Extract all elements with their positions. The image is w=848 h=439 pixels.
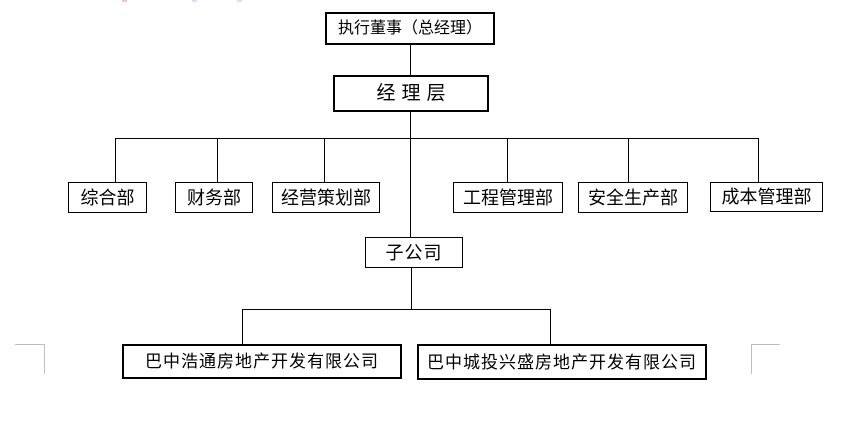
page-margin-mark-left-horizontal <box>15 344 45 345</box>
page-margin-mark-right-vertical <box>751 344 752 374</box>
clipped-text-fragment <box>237 0 242 2</box>
connector-bus-companies <box>242 309 551 310</box>
clipped-text-fragment <box>192 0 197 2</box>
org-node-company-haotong[interactable]: 巴中浩通房地产开发有限公司 <box>122 344 402 379</box>
connector-drop-company-1 <box>242 309 243 344</box>
org-node-business-planning-dept[interactable]: 经营策划部 <box>272 182 380 213</box>
connector-drop-dept-6 <box>758 138 759 182</box>
connector-drop-dept-2 <box>217 138 218 182</box>
org-node-cost-mgmt-dept[interactable]: 成本管理部 <box>710 182 823 212</box>
clipped-text-fragment <box>122 0 127 2</box>
connector-drop-dept-4 <box>507 138 508 182</box>
page-margin-mark-right-horizontal <box>751 344 780 345</box>
connector-drop-dept-1 <box>115 138 116 182</box>
org-node-safety-production-dept[interactable]: 安全生产部 <box>578 182 688 213</box>
org-node-engineering-mgmt-dept[interactable]: 工程管理部 <box>453 182 563 213</box>
connector-drop-dept-5 <box>628 138 629 182</box>
org-node-finance-dept[interactable]: 财务部 <box>175 182 253 213</box>
connector-subsidiary-to-bus <box>411 268 412 309</box>
connector-drop-company-2 <box>550 309 551 344</box>
connector-exec-to-management <box>410 45 411 75</box>
connector-drop-dept-3 <box>324 138 325 182</box>
org-node-subsidiary[interactable]: 子公司 <box>365 237 463 268</box>
org-node-general-dept[interactable]: 综合部 <box>68 182 147 213</box>
page-margin-mark-left-vertical <box>44 344 45 374</box>
org-node-company-xingsheng[interactable]: 巴中城投兴盛房地产开发有限公司 <box>417 344 707 380</box>
connector-bus-departments <box>115 138 759 139</box>
org-node-executive-director[interactable]: 执行董事（总经理） <box>325 12 495 45</box>
org-node-management-level[interactable]: 经理层 <box>333 75 489 112</box>
connector-management-to-subsidiary <box>410 112 411 237</box>
